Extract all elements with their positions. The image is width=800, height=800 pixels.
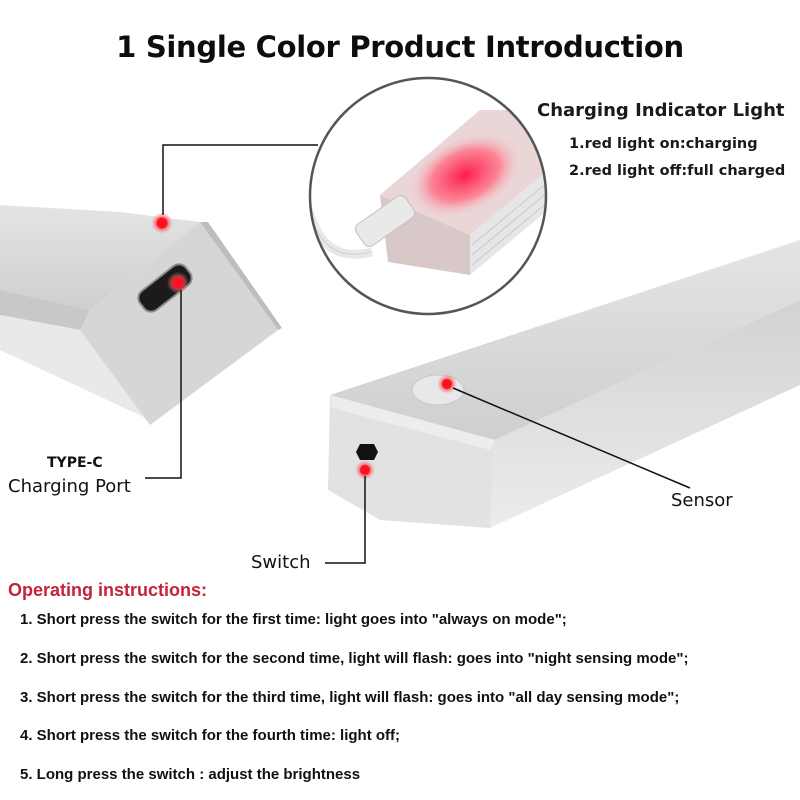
sensor-label: Sensor: [671, 490, 733, 511]
zoom-detail: [310, 78, 546, 314]
indicator-dot-icon: [355, 460, 375, 480]
indicator-dot-icon: [437, 374, 457, 394]
zoom-circle-outline: [308, 76, 548, 316]
instruction-item: 4. Short press the switch for the fourth…: [20, 727, 401, 744]
charging-indicator-item: 2.red light off:full charged: [569, 163, 786, 179]
page-title: 1 Single Color Product Introduction: [116, 30, 684, 64]
operating-instructions-heading: Operating instructions:: [8, 580, 208, 600]
instruction-item: 2. Short press the switch for the second…: [20, 650, 689, 667]
instruction-item: 5. Long press the switch : adjust the br…: [20, 766, 361, 783]
left-light-bar: [0, 205, 282, 425]
indicator-dot-icon: [167, 272, 189, 294]
charging-indicator-item: 1.red light on:charging: [569, 136, 758, 152]
switch-label: Switch: [251, 552, 311, 573]
instruction-item: 1. Short press the switch for the first …: [20, 611, 567, 628]
charging-port-label: Charging Port: [8, 476, 131, 497]
charging-indicator-heading: Charging Indicator Light: [537, 100, 785, 121]
type-c-label: TYPE-C: [47, 455, 103, 471]
indicator-dot-icon: [151, 212, 173, 234]
instruction-item: 3. Short press the switch for the third …: [20, 689, 680, 706]
switch-button-icon: [356, 444, 378, 460]
